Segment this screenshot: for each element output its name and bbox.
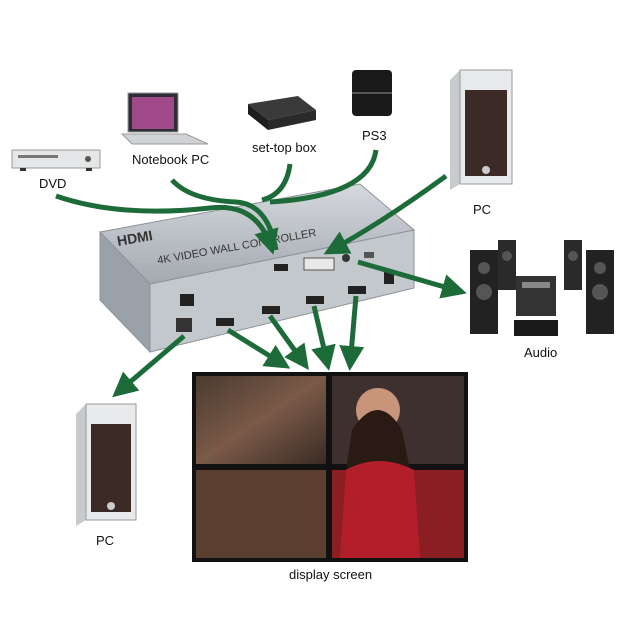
pc-to-controller-line <box>323 173 448 255</box>
notebook-label: Notebook PC <box>132 152 210 167</box>
speaker-system-icon <box>470 240 614 336</box>
dvd-player-icon <box>11 149 101 171</box>
hdmi-logo: HDMI <box>116 227 154 249</box>
audio-label: Audio <box>524 345 558 360</box>
dvd-to-controller-line <box>55 193 279 255</box>
ps3-label: PS3 <box>362 128 387 143</box>
laptop-icon <box>120 92 209 145</box>
game-console-icon <box>352 70 392 116</box>
controller-to-pc-line <box>112 334 186 398</box>
display-label: display screen <box>289 567 373 582</box>
pc-bottom-label: PC <box>96 533 115 548</box>
ps3-to-controller-line <box>269 149 379 205</box>
notebook-to-controller-line <box>170 178 279 251</box>
desktop-tower-icon <box>450 69 513 190</box>
set-top-box-icon <box>248 96 316 130</box>
settop-to-controller-line <box>261 163 293 203</box>
desktop-tower-icon <box>76 403 137 526</box>
output1-line <box>226 327 291 369</box>
output3-line <box>311 305 336 371</box>
video-wall-icon <box>192 372 468 562</box>
controller-to-audio-line <box>357 259 467 299</box>
output4-line <box>339 295 365 371</box>
settop-label: set-top box <box>252 140 317 155</box>
output2-line <box>267 314 309 371</box>
connection-lines <box>55 149 467 398</box>
pc-top-label: PC <box>473 202 492 217</box>
dvd-label: DVD <box>39 176 67 191</box>
